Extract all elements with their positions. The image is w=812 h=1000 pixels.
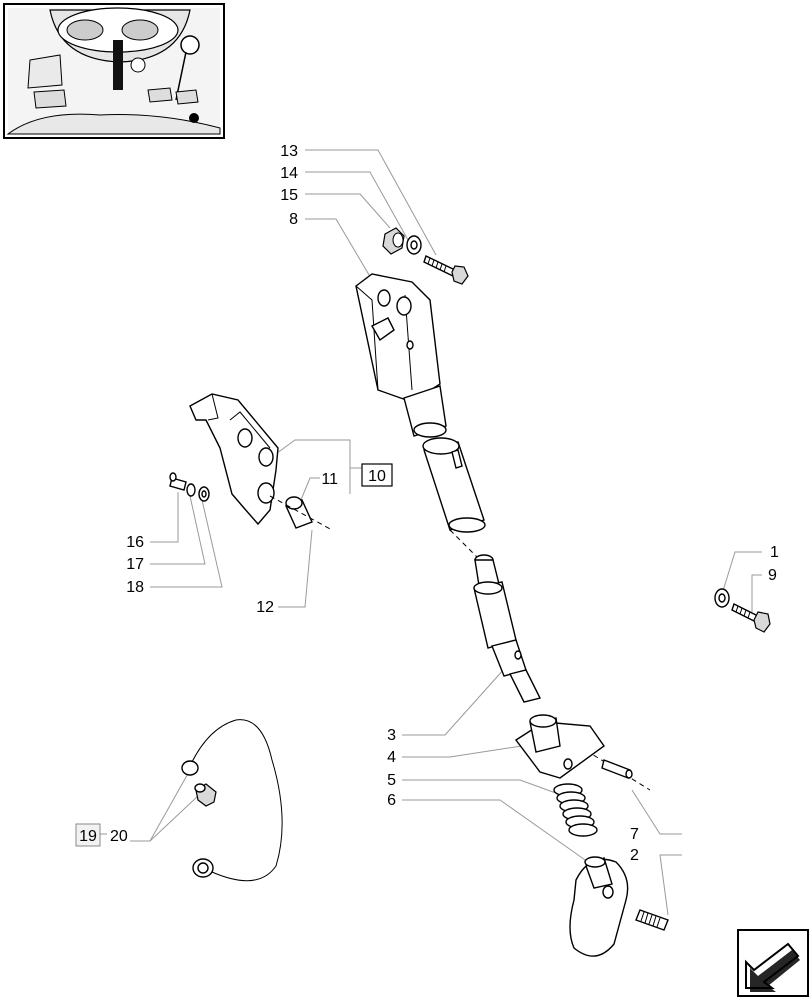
part-6-knob — [569, 856, 629, 957]
callout-11: 11 — [321, 471, 338, 488]
part-3-shaft — [473, 554, 542, 703]
part-9-bolt — [731, 603, 771, 633]
part-2-pin — [635, 909, 669, 931]
location-thumbnail[interactable] — [3, 3, 225, 139]
callout-12: 12 — [256, 599, 274, 616]
part-5-spring — [553, 783, 598, 837]
part-11-bushing — [269, 495, 333, 531]
callout-18: 18 — [126, 579, 144, 596]
callout-7: 7 — [630, 826, 639, 843]
part-7-roll-pin — [601, 759, 633, 779]
callout-5: 5 — [387, 772, 396, 789]
callout-14: 14 — [280, 165, 298, 182]
centre-axis — [449, 529, 481, 561]
callout-1: 1 — [770, 544, 779, 561]
callout-13: 13 — [280, 143, 298, 160]
callout-19: 19 — [79, 828, 97, 845]
left-bracket-plate — [189, 393, 279, 526]
callout-box-10 — [361, 463, 393, 487]
part-20-plug — [194, 783, 217, 807]
callout-10: 10 — [368, 468, 386, 485]
part-17-washer — [186, 483, 196, 497]
part-19-lanyard — [181, 719, 283, 882]
callout-17: 17 — [126, 556, 144, 573]
part-1-washer — [714, 588, 730, 608]
callout-box-19 — [75, 823, 101, 847]
part-16-stud — [169, 472, 187, 491]
callout-8: 8 — [289, 211, 298, 228]
leader-lines — [100, 149, 762, 916]
part-4-pivot-housing — [514, 714, 605, 779]
callout-20: 20 — [110, 828, 128, 845]
callout-9: 9 — [768, 567, 777, 584]
callout-6: 6 — [387, 792, 396, 809]
callout-3: 3 — [387, 727, 396, 744]
part-18-washer — [198, 486, 210, 502]
callout-labels: 13 14 15 8 11 10 16 17 18 12 1 9 3 4 5 6… — [79, 143, 779, 864]
callout-2: 2 — [630, 847, 639, 864]
part-15-nut — [382, 227, 405, 255]
callout-15: 15 — [280, 187, 298, 204]
previous-page-arrow-icon[interactable] — [737, 929, 809, 997]
part-8-fork-bracket — [355, 273, 447, 438]
callout-4: 4 — [387, 749, 396, 766]
part-14-washer — [406, 235, 422, 255]
callout-16: 16 — [126, 534, 144, 551]
part-13-bolt — [423, 255, 469, 285]
upper-tube — [422, 437, 486, 533]
